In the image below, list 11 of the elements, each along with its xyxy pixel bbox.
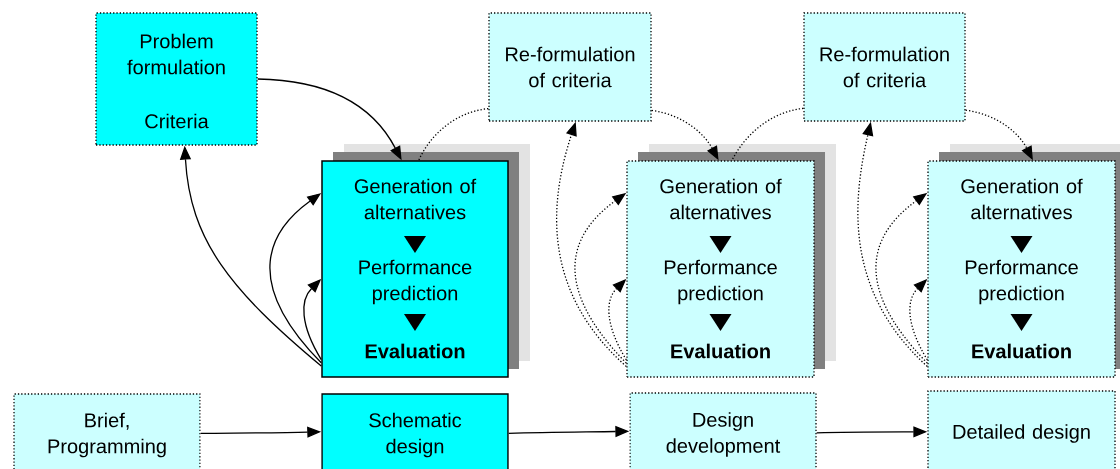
process-box: Generation of alternatives Performance prediction Evaluation xyxy=(626,160,815,378)
box: Re-formulation of criteria xyxy=(803,12,966,122)
box: Problem formulation Criteria xyxy=(95,12,258,146)
box: Schematic design xyxy=(321,393,509,469)
box: Detailed design xyxy=(927,390,1116,469)
box: Brief, Programming xyxy=(13,393,201,469)
process-box: Generation of alternatives Performance prediction Evaluation xyxy=(321,160,509,378)
box: Re-formulation of criteria xyxy=(488,12,652,122)
process-box: Generation of alternatives Performance prediction Evaluation xyxy=(927,160,1116,378)
arrow xyxy=(269,193,322,364)
box: Design development xyxy=(629,392,817,469)
